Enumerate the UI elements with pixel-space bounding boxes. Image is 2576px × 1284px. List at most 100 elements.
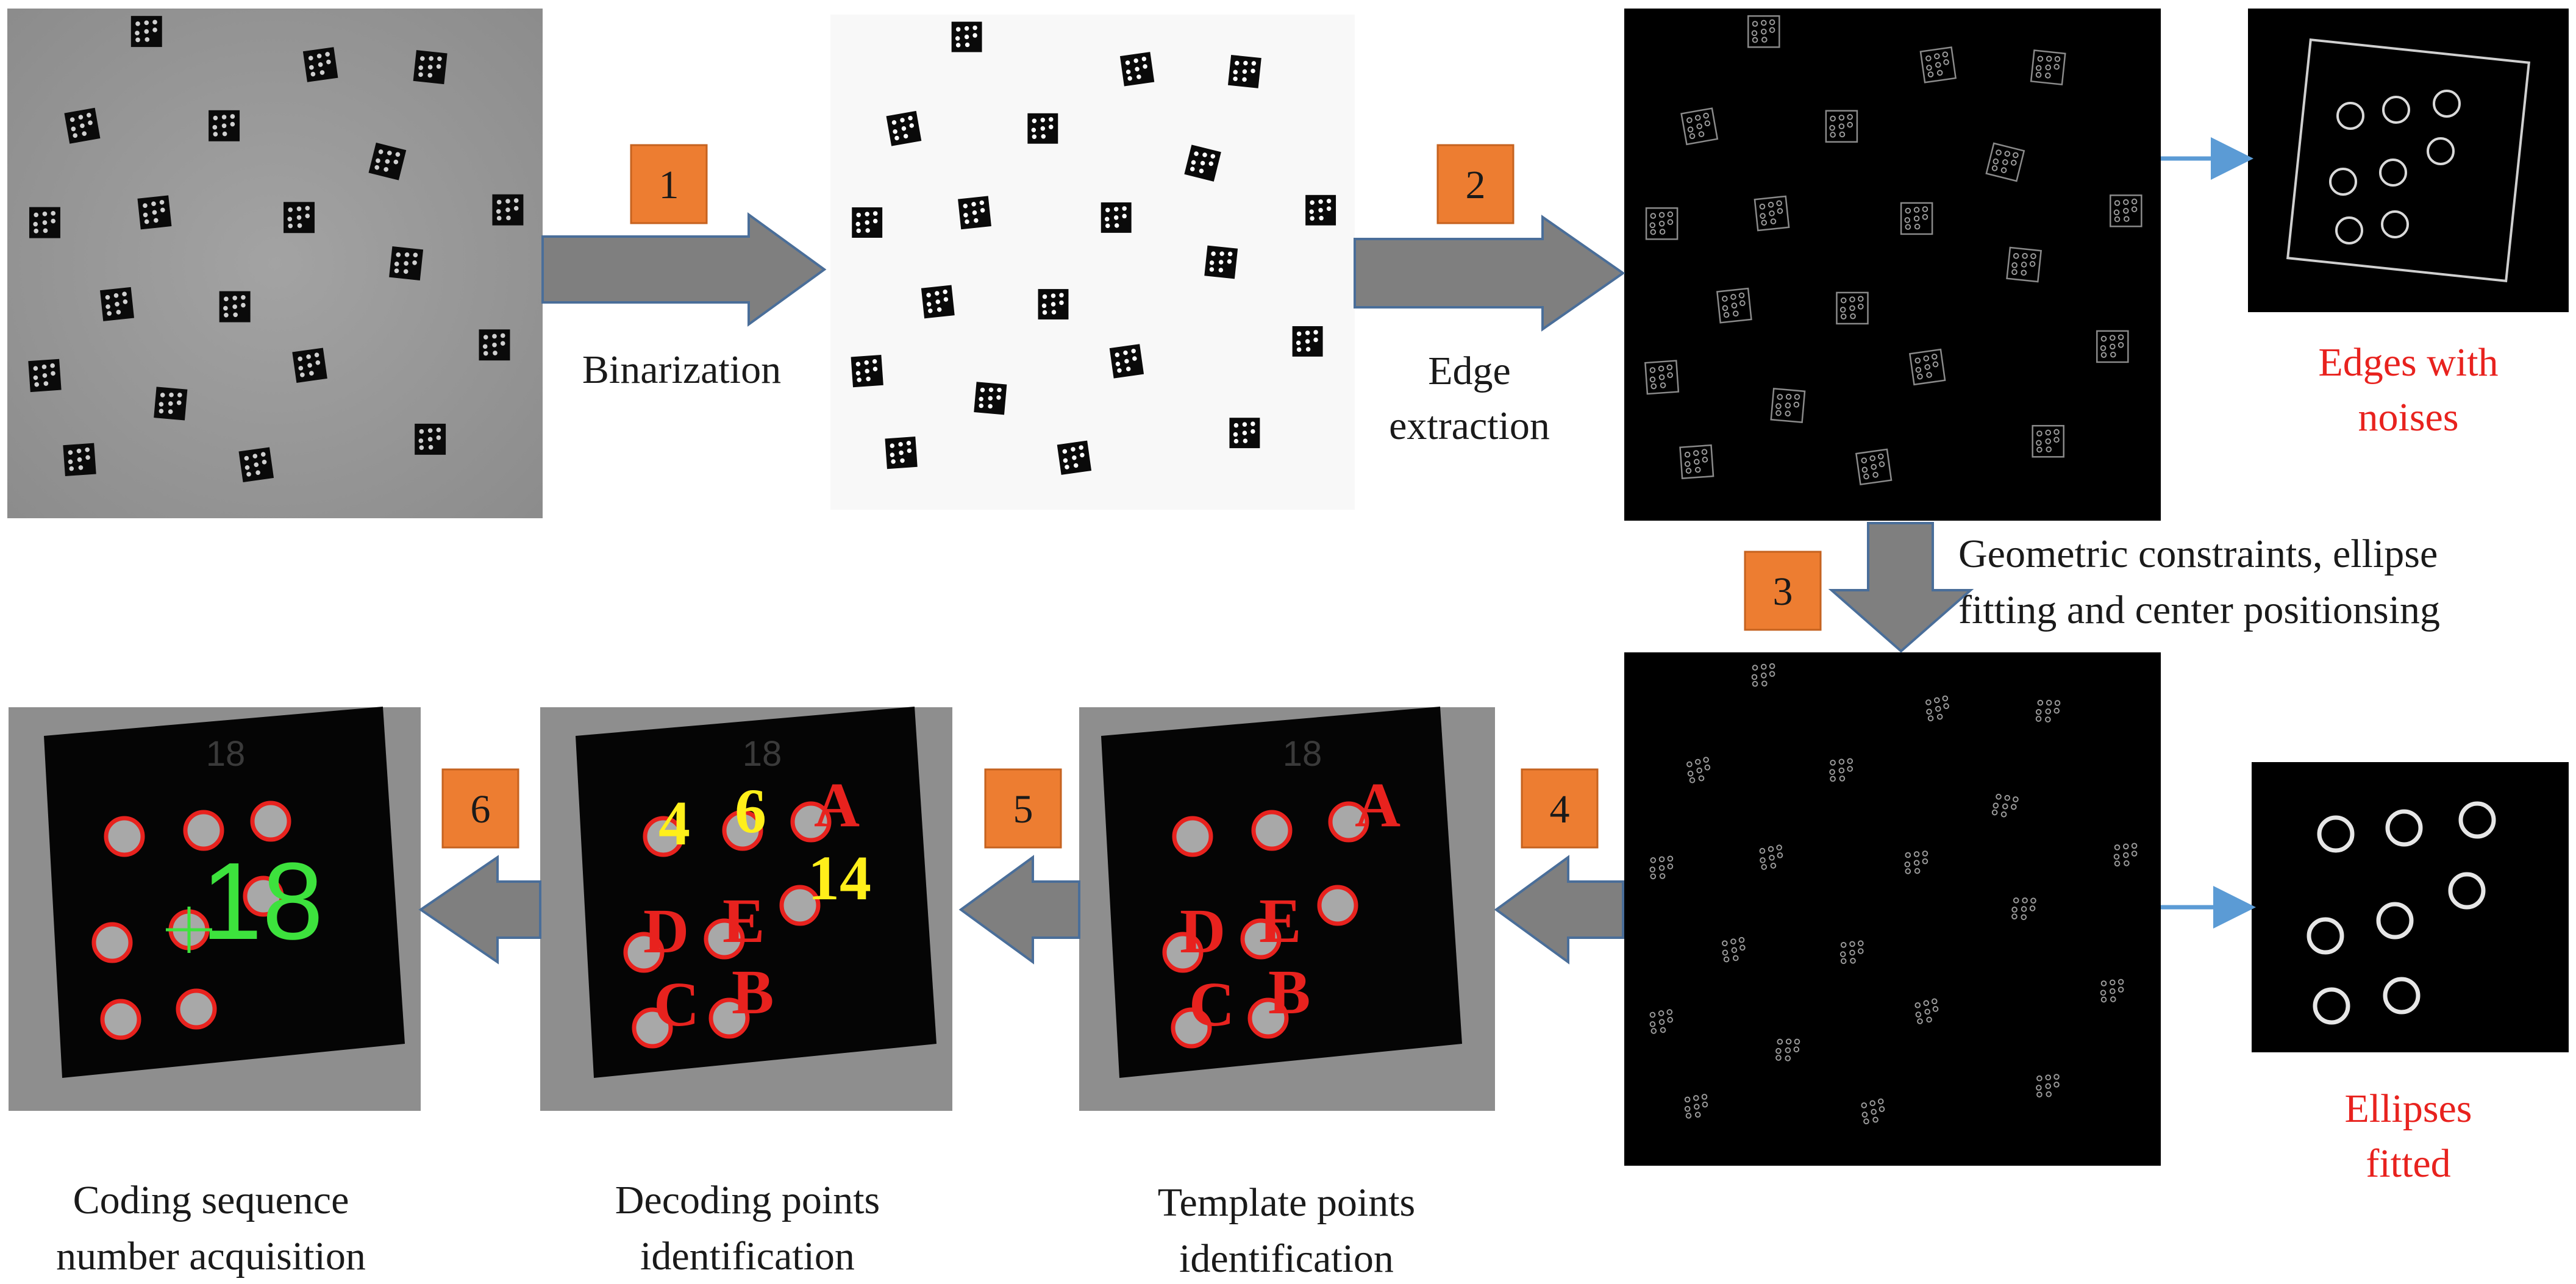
coded-target <box>1649 1009 1673 1034</box>
coded-target <box>1645 207 1679 240</box>
coded-target <box>1684 1094 1708 1119</box>
coded-target <box>1770 387 1806 424</box>
svg-text:3: 3 <box>1773 569 1793 614</box>
flow-arrow-6 <box>418 855 541 965</box>
step-box-2: 2 <box>1436 144 1515 224</box>
target-serial-faint: 18 <box>1283 734 1322 774</box>
caption-decoding-line1: Decoding points <box>615 1178 880 1222</box>
coded-target <box>1914 998 1939 1024</box>
photo-edges <box>1624 9 2161 521</box>
flow-arrow-1 <box>541 212 827 327</box>
flow-arrow-2 <box>1354 215 1625 332</box>
coded-target <box>1991 793 2019 818</box>
coded-target <box>154 387 188 421</box>
coded-target <box>2035 699 2061 722</box>
coded-target <box>1759 844 1783 870</box>
coded-target <box>137 195 172 230</box>
svg-text:5: 5 <box>1013 787 1033 832</box>
step-box-5: 5 <box>984 768 1062 849</box>
coded-target <box>885 437 918 469</box>
flow-arrow-5 <box>958 855 1080 965</box>
step-box-3: 3 <box>1744 551 1822 631</box>
decode-letter-a: A <box>814 770 860 840</box>
coded-target <box>1109 344 1144 379</box>
coded-target <box>1985 142 2025 182</box>
coded-target <box>1775 1038 1800 1061</box>
zoom-ellipses-fitted <box>2252 762 2569 1052</box>
step-label-edge-line2: extraction <box>1389 404 1550 448</box>
step-label-binarization: Binarization <box>582 348 781 392</box>
crop-decoding: 18 4 6 A 14 D E C B <box>540 707 952 1111</box>
caption-coding-line2: number acquisition <box>56 1234 366 1279</box>
coded-target <box>1855 448 1893 486</box>
step-label-edge-line1: Edge <box>1428 349 1511 393</box>
decode-letter-c: C <box>654 969 699 1040</box>
coded-target <box>852 207 883 238</box>
coded-target <box>1836 291 1869 325</box>
coded-target <box>1292 326 1323 357</box>
svg-text:2: 2 <box>1466 163 1486 207</box>
target-serial-faint: 18 <box>743 734 782 774</box>
annotation-edges-line2: noises <box>2358 395 2459 440</box>
coded-target <box>413 50 448 85</box>
coded-target <box>1861 1098 1885 1125</box>
coded-target <box>1649 855 1674 880</box>
coded-target <box>1829 758 1854 782</box>
coded-target <box>2096 330 2129 363</box>
coded-target <box>1825 110 1858 143</box>
decode-number-4: 4 <box>658 788 690 858</box>
photo-ellipses <box>1624 652 2161 1166</box>
caption-coding-line1: Coding sequence <box>73 1178 349 1222</box>
coded-target <box>1305 194 1336 226</box>
crop-coding-result: 18 18 <box>9 707 421 1111</box>
coded-target <box>1754 195 1790 232</box>
coded-target <box>100 287 134 321</box>
coded-target <box>1908 348 1946 386</box>
coded-target <box>2011 897 2036 921</box>
template-letter-a: A <box>1355 770 1400 840</box>
coded-target <box>415 423 446 455</box>
coded-target <box>284 202 315 234</box>
coded-target <box>1839 940 1864 965</box>
coded-target <box>63 443 96 477</box>
coded-target <box>29 207 60 238</box>
coded-target <box>2100 979 2124 1003</box>
coded-target <box>1644 360 1680 395</box>
template-letter-b: B <box>1268 957 1310 1027</box>
annotation-ellipses-line1: Ellipses <box>2345 1086 2472 1131</box>
coded-target <box>28 358 62 393</box>
coded-target <box>951 21 982 52</box>
step-box-6: 6 <box>441 768 519 849</box>
svg-text:6: 6 <box>471 787 491 832</box>
coded-target <box>130 16 162 48</box>
annotation-ellipses-line2: fitted <box>2366 1141 2450 1186</box>
coded-target <box>479 329 510 361</box>
annotation-edges-line1: Edges with <box>2318 340 2498 385</box>
caption-template-line1: Template points <box>1158 1180 1415 1225</box>
coded-target <box>851 355 883 388</box>
coded-target <box>2113 843 2138 867</box>
coded-target <box>921 285 955 319</box>
coded-target <box>219 291 251 323</box>
coded-target <box>2036 1074 2060 1098</box>
coded-target <box>2032 425 2064 458</box>
template-letter-d: D <box>1180 896 1226 966</box>
target-serial-faint: 18 <box>206 734 246 774</box>
coded-target <box>1925 695 1949 722</box>
caption-decoding-line2: identification <box>640 1234 855 1279</box>
coded-target <box>1904 851 1928 874</box>
template-letter-c: C <box>1189 969 1235 1040</box>
step-label-geometric-line1: Geometric constraints, ellipse <box>1958 532 2438 576</box>
coded-target <box>1119 52 1155 87</box>
decode-letter-b: B <box>732 957 774 1027</box>
coded-target <box>1919 46 1957 84</box>
coded-target <box>1057 440 1092 475</box>
coded-target <box>1227 54 1261 88</box>
flow-arrow-4 <box>1494 855 1624 965</box>
crop-template: 18 A D E C B <box>1079 707 1495 1111</box>
svg-text:1: 1 <box>659 163 679 207</box>
coded-target <box>1027 113 1058 144</box>
coded-target <box>974 382 1007 415</box>
step-box-1: 1 <box>630 144 708 224</box>
